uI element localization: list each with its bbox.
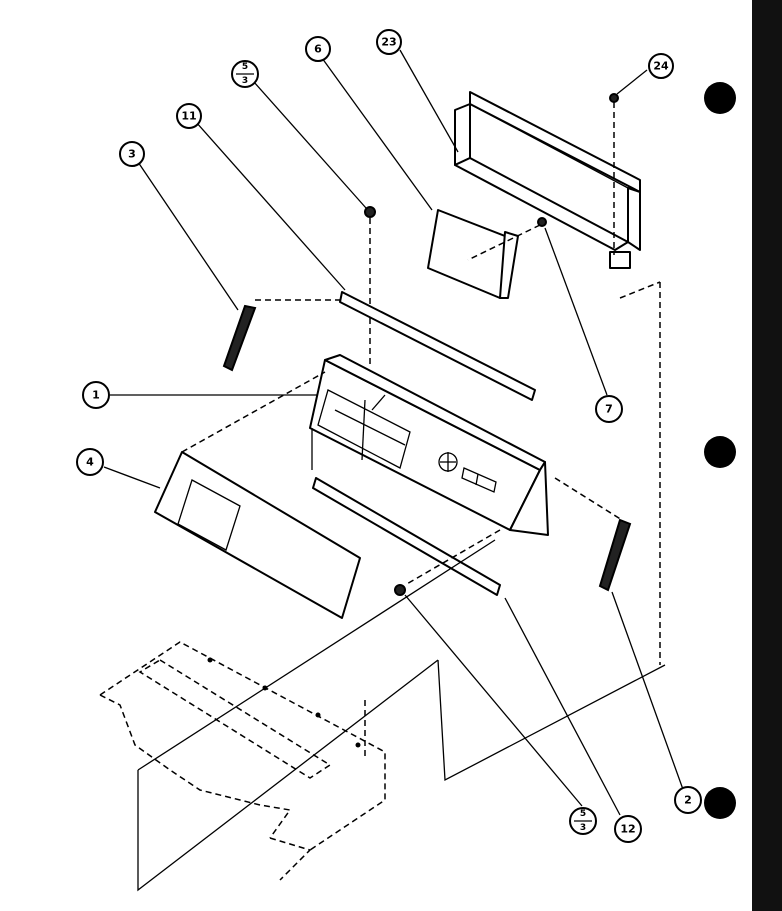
leader-24 [616,69,648,95]
svg-text:3: 3 [580,823,586,833]
part-5-lower-screw [394,584,406,596]
punch-hole-bottom [704,787,736,819]
svg-text:1: 1 [92,389,100,402]
svg-text:12: 12 [620,823,635,836]
svg-text:24: 24 [653,60,669,73]
svg-text:5: 5 [242,62,248,72]
leader-5-lower [404,594,583,807]
cabinet-base-outline [99,281,661,881]
callout-7: 7 [595,395,623,423]
svg-text:3: 3 [242,76,248,86]
leader-2 [611,591,686,796]
part-11-strip [255,291,536,401]
svg-text:3: 3 [128,148,136,161]
part-4-rear-panel [154,371,361,619]
leader-23 [399,49,459,153]
binding-edge [752,0,782,911]
part-6-plate [427,209,519,299]
callout-12: 12 [614,815,642,843]
part-23-top-bracket [454,91,641,269]
svg-text:23: 23 [381,36,396,49]
callout-4: 4 [76,448,104,476]
svg-text:11: 11 [181,110,196,123]
leader-11 [195,121,346,291]
callout-5-over-3-upper: 5 3 [231,60,259,88]
callout-5-over-3-lower: 5 3 [569,807,597,835]
leader-3 [137,161,239,311]
callout-23: 23 [376,29,402,55]
part-1-control-console [309,354,549,536]
callout-24: 24 [648,53,674,79]
svg-text:5: 5 [580,809,586,819]
callout-11: 11 [176,103,202,129]
punch-hole-middle [704,436,736,468]
leader-4 [103,466,161,489]
part-3-left-endcap [222,304,257,372]
part-5-upper-screw [364,206,376,365]
callout-3: 3 [119,141,145,167]
part-24-screw [609,93,619,255]
leader-5-upper [253,81,367,209]
punch-hole-top [704,82,736,114]
part-12-bottom-strip [312,477,501,596]
callout-2: 2 [674,786,702,814]
callout-1: 1 [82,381,110,409]
callout-6: 6 [305,36,331,62]
leader-12 [504,597,621,816]
svg-text:7: 7 [605,403,613,416]
part-2-right-endcap [554,477,632,592]
svg-text:2: 2 [684,794,692,807]
cabinet-solid-lines [137,539,666,892]
leader-6 [321,57,433,211]
leader-7 [544,227,608,396]
part-7-screw [467,217,547,261]
svg-text:4: 4 [86,456,94,469]
svg-text:6: 6 [314,43,322,56]
